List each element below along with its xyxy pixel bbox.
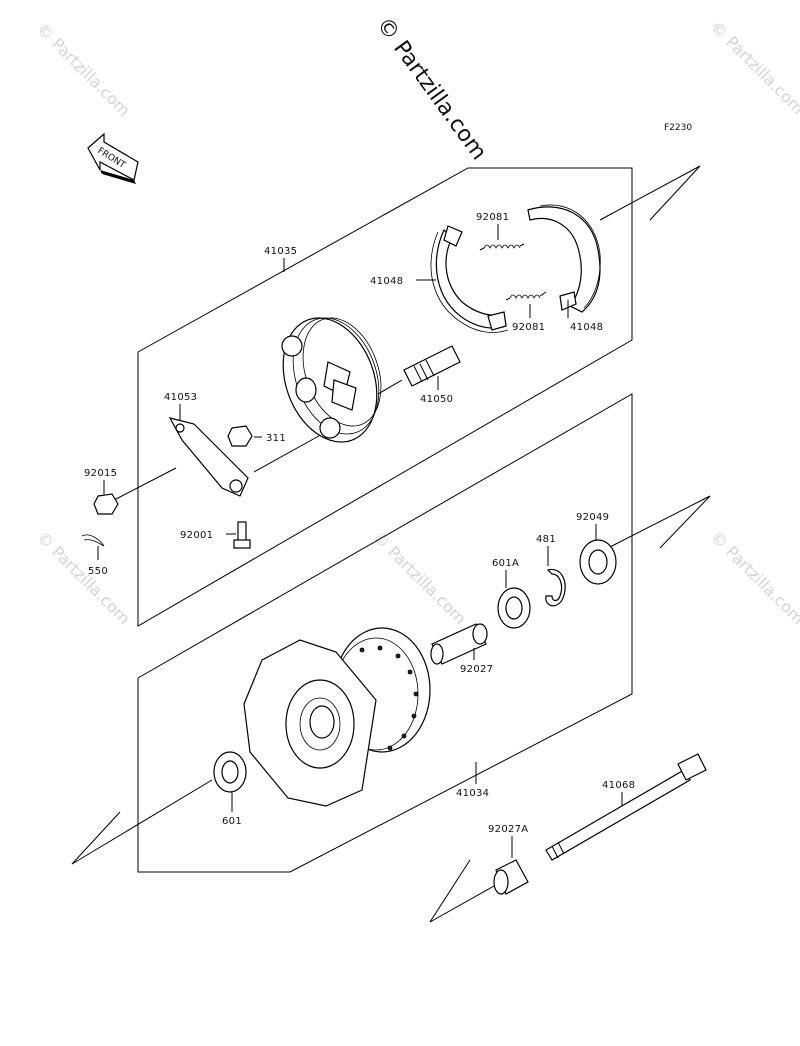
axle xyxy=(545,753,707,861)
watermark-mid-right: © Partzilla.com xyxy=(707,527,800,628)
brake-group-frame xyxy=(137,167,633,627)
nut-311 xyxy=(227,425,253,447)
label-92049: 92049 xyxy=(576,512,609,523)
label-92015: 92015 xyxy=(84,468,117,479)
label-311: 311 xyxy=(266,433,286,444)
nut-92015 xyxy=(93,493,119,515)
label-41050: 41050 xyxy=(420,394,453,405)
watermark-mid-center: © Partzilla.com xyxy=(369,527,470,628)
collar xyxy=(493,859,529,895)
spring-bottom xyxy=(505,291,547,301)
label-41048-top: 41048 xyxy=(570,322,603,333)
watermark-top-right: © Partzilla.com xyxy=(707,17,800,118)
label-92081-bottom: 92081 xyxy=(512,322,545,333)
label-41068: 41068 xyxy=(602,780,635,791)
label-41048-bottom: 41048 xyxy=(370,276,403,287)
oil-seal xyxy=(579,539,617,585)
label-41053: 41053 xyxy=(164,392,197,403)
label-92001: 92001 xyxy=(180,530,213,541)
label-92027: 92027 xyxy=(460,664,493,675)
bolt-92001 xyxy=(233,521,251,549)
watermark-main: © Partzilla.com xyxy=(371,13,491,165)
bearing-left xyxy=(213,751,247,793)
label-41035: 41035 xyxy=(264,246,297,257)
label-481: 481 xyxy=(536,534,556,545)
spacer xyxy=(430,623,488,665)
hub-group-frame xyxy=(137,393,633,873)
leader-lines xyxy=(97,224,623,858)
brake-shoe-top xyxy=(527,204,601,313)
watermark-mid-left: © Partzilla.com xyxy=(33,527,134,628)
label-601: 601 xyxy=(222,816,242,827)
watermark-top-left: © Partzilla.com xyxy=(33,19,134,120)
wheel-hub xyxy=(243,627,431,807)
brake-shoe-bottom xyxy=(430,225,509,333)
watermark-group: © Partzilla.com © Partzilla.com © Partzi… xyxy=(33,17,800,628)
assembly-axes xyxy=(71,165,711,923)
label-92027a: 92027A xyxy=(488,824,528,835)
brake-lever xyxy=(168,417,249,497)
figure-code: F2230 xyxy=(664,123,692,133)
front-arrow: FRONT xyxy=(87,132,139,184)
label-41034: 41034 xyxy=(456,788,489,799)
bearing-right xyxy=(497,587,531,629)
label-601a: 601A xyxy=(492,558,519,569)
cotter-pin-550 xyxy=(81,534,105,547)
part-labels: 41035 92081 41048 92081 41048 41050 4105… xyxy=(84,212,635,835)
brake-panel xyxy=(281,317,382,443)
spring-top xyxy=(479,243,525,251)
circlip xyxy=(545,568,566,607)
label-550: 550 xyxy=(88,566,108,577)
label-92081-top: 92081 xyxy=(476,212,509,223)
brake-cam xyxy=(403,345,461,387)
